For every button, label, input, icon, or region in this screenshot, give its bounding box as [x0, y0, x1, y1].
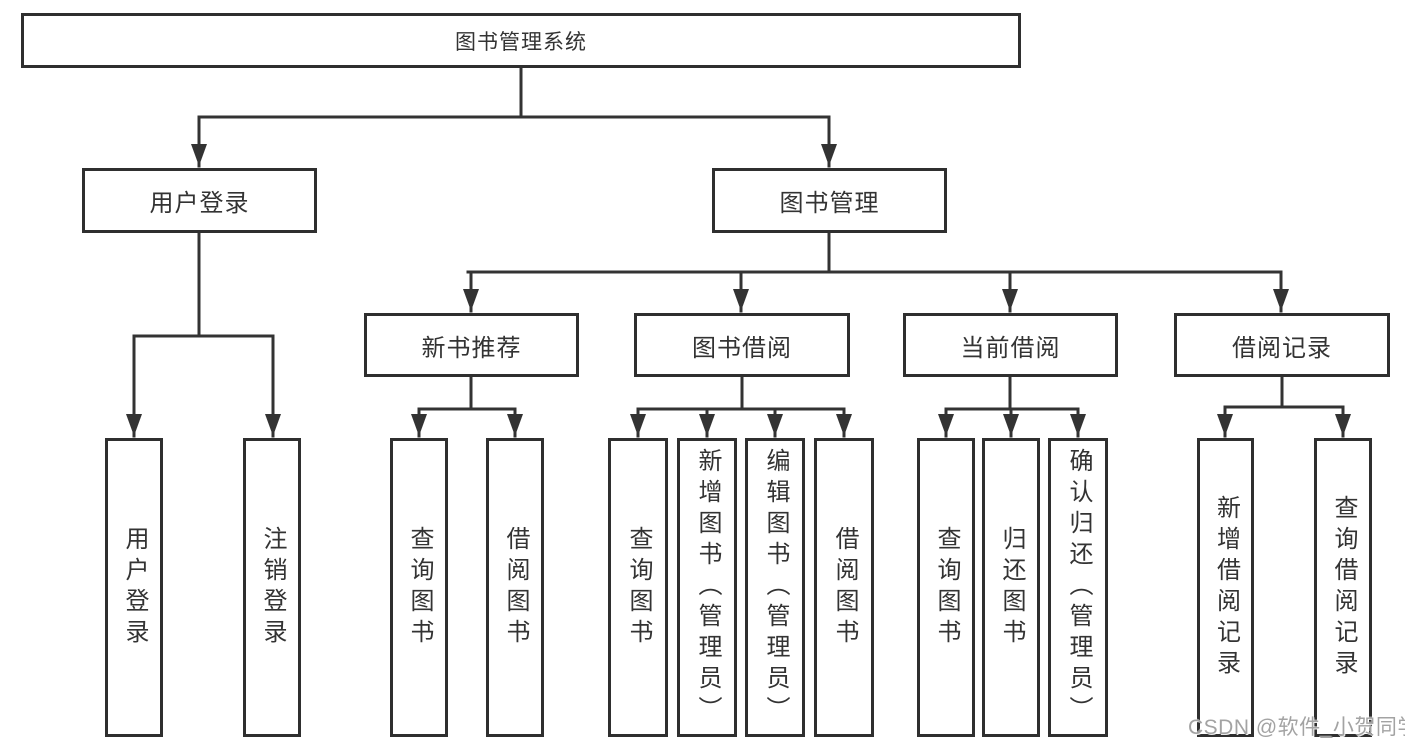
node-book-management: 图书管理 [712, 168, 947, 233]
leaf-records-query-record: 查询借阅记录 [1314, 438, 1372, 737]
node-book-borrowing: 图书借阅 [634, 313, 850, 377]
leaf-current-query-books: 查询图书 [917, 438, 975, 737]
leaf-logout: 注销登录 [243, 438, 301, 737]
leaf-user-login: 用户登录 [105, 438, 163, 737]
leaf-recommend-borrow-books: 借阅图书 [486, 438, 544, 737]
leaf-current-confirm-return-admin: 确认归还（管理员） [1048, 438, 1108, 737]
node-borrow-records: 借阅记录 [1174, 313, 1390, 377]
node-new-book-recommend: 新书推荐 [364, 313, 579, 377]
leaf-borrowing-borrow-books: 借阅图书 [814, 438, 874, 737]
leaf-borrowing-query-books: 查询图书 [608, 438, 668, 737]
csdn-watermark: CSDN @软件_小贺同学 [1188, 716, 1405, 739]
leaf-recommend-query-books: 查询图书 [390, 438, 448, 737]
node-user-login: 用户登录 [82, 168, 317, 233]
leaf-current-return-books: 归还图书 [982, 438, 1040, 737]
leaf-borrowing-add-books-admin: 新增图书（管理员） [677, 438, 737, 737]
leaf-borrowing-edit-books-admin: 编辑图书（管理员） [745, 438, 805, 737]
node-current-borrowing: 当前借阅 [903, 313, 1118, 377]
node-root-system: 图书管理系统 [21, 13, 1021, 68]
leaf-records-add-record: 新增借阅记录 [1197, 438, 1254, 737]
